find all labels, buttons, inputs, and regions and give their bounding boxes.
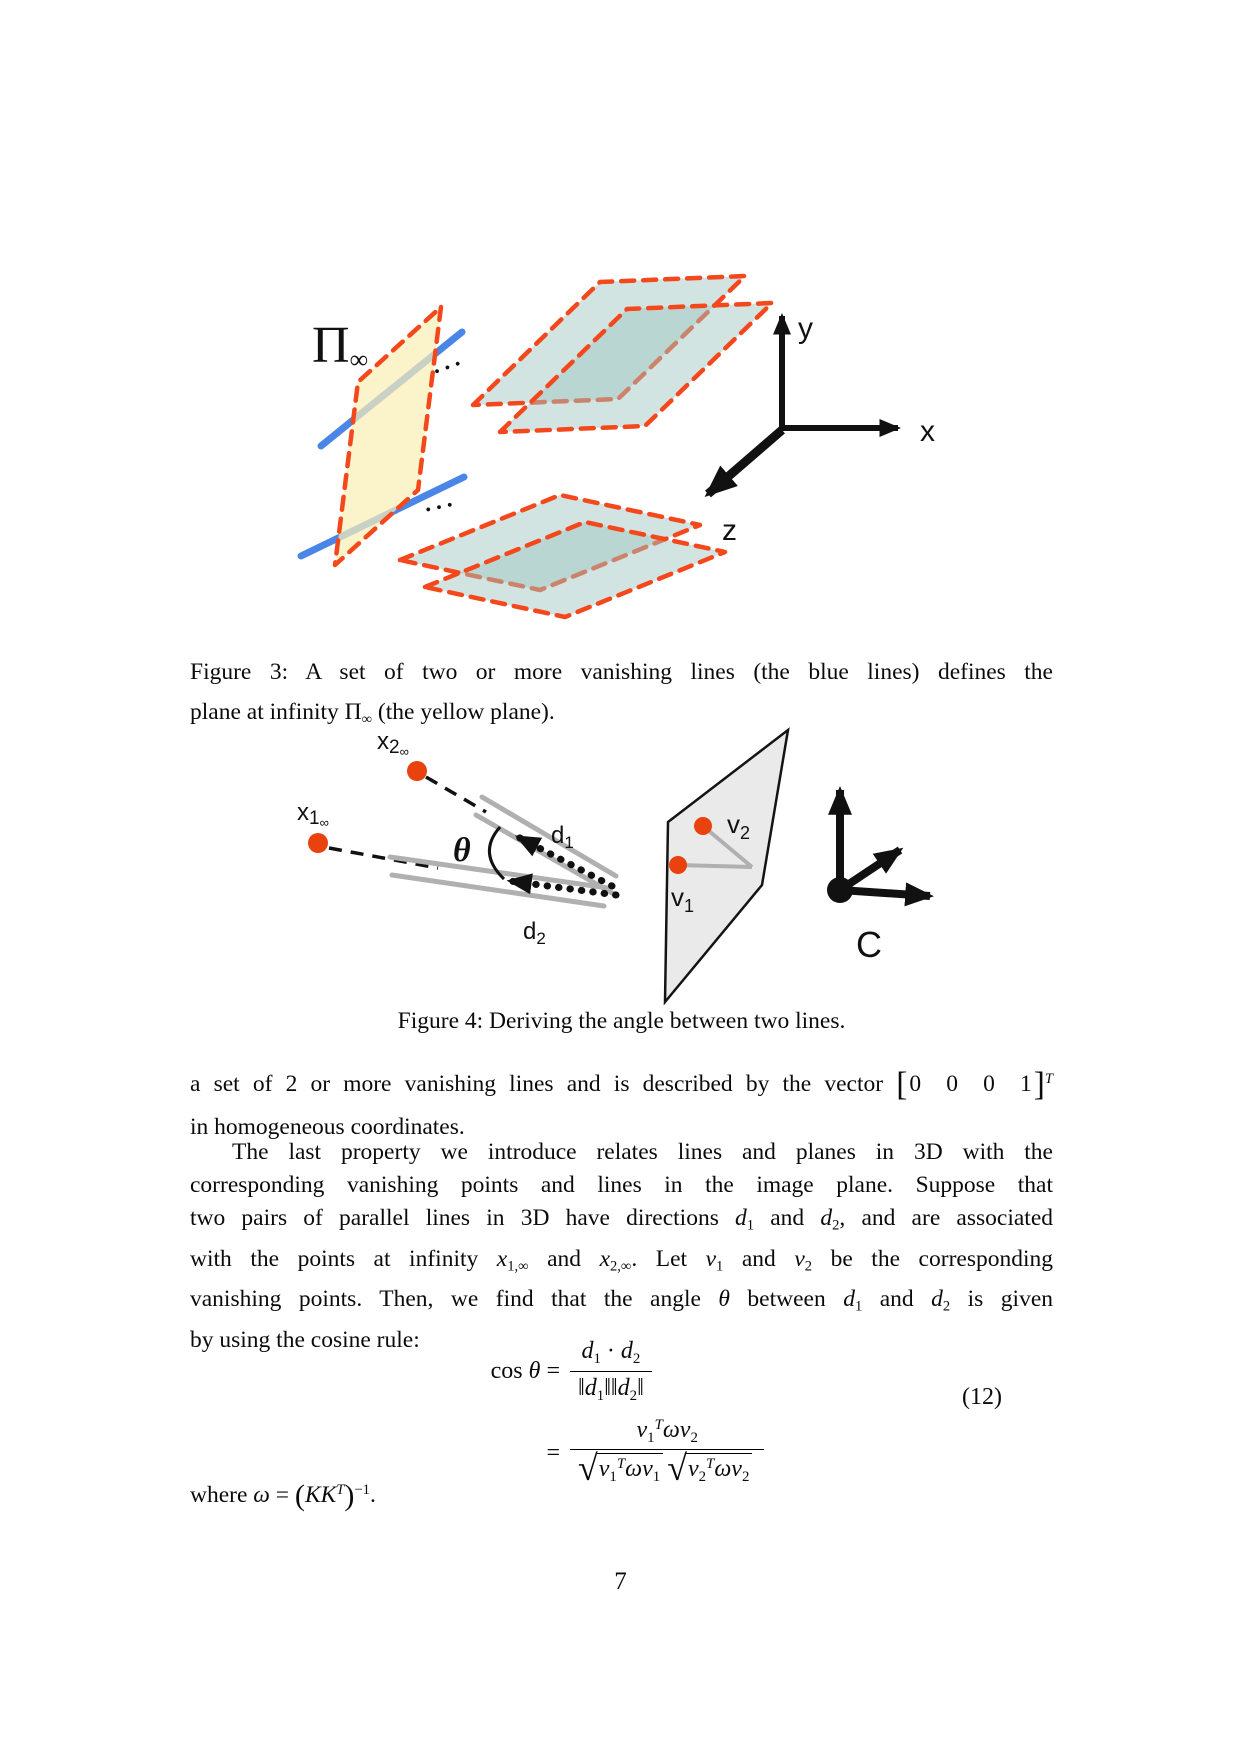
where-clause: where ω = (KKT)−1. xyxy=(190,1478,376,1512)
parallel-line-d2-b xyxy=(389,872,607,909)
x-axis-label: x xyxy=(920,415,935,448)
figure3-caption-line2: plane at infinity Π∞ (the yellow plane). xyxy=(190,699,555,728)
radical-sign: √ xyxy=(578,1448,598,1489)
camera-center-dot xyxy=(827,877,853,903)
point-x1-infinity xyxy=(308,833,328,853)
theta-angle-arc xyxy=(487,826,506,881)
x2-infinity-label: x2∞ xyxy=(377,728,409,759)
para2-line: by using the cosine rule: xyxy=(190,1326,420,1353)
vanishing-point-v1 xyxy=(669,856,687,874)
teal-plane-front-outline xyxy=(497,300,775,435)
dashed-line-x2 xyxy=(425,775,487,814)
camera-frame-axes xyxy=(828,785,934,907)
paragraph-1: a set of 2 or more vanishing lines and i… xyxy=(190,1058,1053,1148)
teal-plane-pair-bottom xyxy=(397,492,728,620)
radical: √v2Tωv2 xyxy=(667,1448,753,1489)
para2-line: The last property we introduce relates l… xyxy=(232,1139,1053,1165)
paragraph-2: The last property we introduce relates l… xyxy=(190,1136,1053,1357)
teal-plane-front xyxy=(500,303,772,432)
teal-plane-pair-top xyxy=(470,273,775,435)
direction-arrow-d2 xyxy=(506,873,620,899)
v2-label: v2 xyxy=(727,809,750,843)
fraction-denominator: ‖d1‖‖d2‖ xyxy=(570,1370,652,1405)
fraction-denominator: √v1Tωv1√v2Tωv2 xyxy=(570,1448,765,1490)
point-x2-infinity xyxy=(407,761,427,781)
figure3-diagram: y x z Π∞ ··· ··· xyxy=(297,273,935,620)
para2-line: with the points at infinity x1,∞ and x2,… xyxy=(190,1245,1053,1275)
pi-infinity-label: Π∞ xyxy=(312,317,368,374)
radicand: v1Tωv1 xyxy=(596,1453,664,1486)
y-axis-label: y xyxy=(798,312,813,345)
teal-plane-front xyxy=(425,522,725,617)
figure4-diagram: x2∞ x1∞ θ d1 d2 v2 v1 C xyxy=(297,727,934,1006)
theta-label: θ xyxy=(453,832,471,869)
plane-at-infinity-yellow xyxy=(335,307,441,565)
para2-line: two pairs of parallel lines in 3D have d… xyxy=(190,1205,1054,1234)
teal-plane-front-outline xyxy=(422,519,728,620)
radical-sign: √ xyxy=(667,1448,687,1489)
radical: √v1Tωv1 xyxy=(578,1448,664,1489)
para2-line: vanishing points. Then, we find that the… xyxy=(190,1286,1053,1315)
equation-number: (12) xyxy=(962,1384,1002,1410)
equation-lhs: = xyxy=(546,1439,560,1466)
ray-v1 xyxy=(677,863,753,869)
camera-axis-right xyxy=(839,882,934,907)
teal-plane-rear-outline xyxy=(397,492,703,593)
dashed-line-x1 xyxy=(328,846,439,870)
para1-line: in homogeneous coordinates. xyxy=(190,1114,465,1140)
ellipsis-dots-2: ··· xyxy=(422,492,460,524)
fraction: v1Tωv2 √v1Tωv1√v2Tωv2 xyxy=(570,1416,765,1491)
figure3-caption: Figure 3: A set of two or more vanishing… xyxy=(190,652,1053,740)
equation-12: cos θ = d1 · d2 ‖d1‖‖d2‖ = v1Tωv2 √v1Tωv… xyxy=(460,1338,765,1491)
equation-lhs: cos θ = xyxy=(490,1357,560,1384)
v1-label: v1 xyxy=(671,882,694,916)
page-number: 7 xyxy=(614,1568,627,1595)
para2-line: corresponding vanishing points and lines… xyxy=(190,1172,1053,1198)
z-axis-arrow xyxy=(704,426,785,498)
equation-row-1: cos θ = d1 · d2 ‖d1‖‖d2‖ xyxy=(460,1338,764,1405)
radicand: v2Tωv2 xyxy=(685,1453,753,1486)
vanishing-point-v2 xyxy=(694,817,712,835)
teal-plane-rear-outline xyxy=(470,273,748,408)
x1-infinity-label: x1∞ xyxy=(297,799,329,830)
z-axis-label: z xyxy=(722,514,737,547)
fraction-numerator: v1Tωv2 xyxy=(636,1416,698,1446)
camera-center-label: C xyxy=(856,924,882,965)
figure4-caption: Figure 4: Deriving the angle between two… xyxy=(397,1008,846,1034)
parallel-line-d1-a xyxy=(479,794,619,879)
world-axes xyxy=(704,312,902,498)
para1-line: a set of 2 or more vanishing lines and i… xyxy=(190,1066,1054,1103)
d1-label: d1 xyxy=(551,822,574,852)
figure3-caption-line1: Figure 3: A set of two or more vanishing… xyxy=(190,659,1053,685)
d2-label: d2 xyxy=(523,918,546,948)
equation-row-2: = v1Tωv2 √v1Tωv1√v2Tωv2 xyxy=(460,1416,765,1491)
plane-yellow-dashed-outline xyxy=(332,304,444,568)
fraction-numerator: d1 · d2 xyxy=(581,1338,641,1367)
fraction: d1 · d2 ‖d1‖‖d2‖ xyxy=(570,1338,652,1405)
ray-v2 xyxy=(701,824,754,869)
